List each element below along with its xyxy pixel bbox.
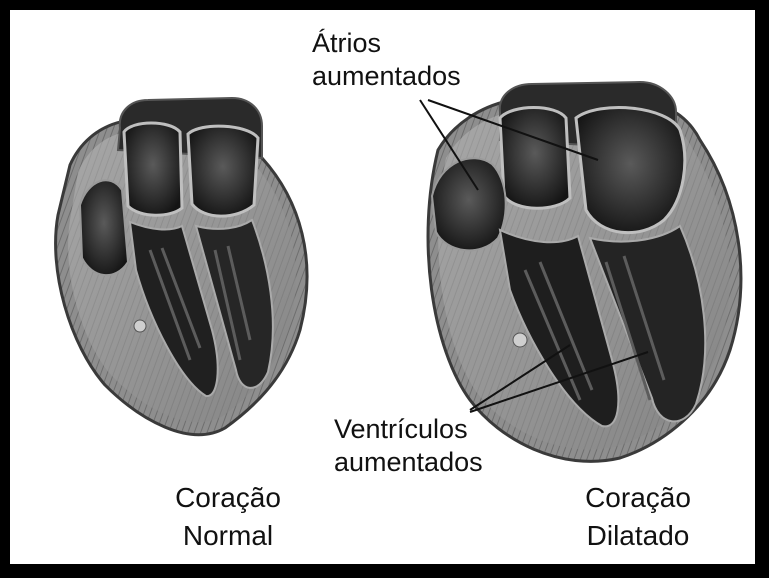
- dilated-right-atrium: [576, 108, 685, 233]
- dilated-heart-caption-line2: Dilatado: [587, 520, 690, 551]
- dilated-heart: [428, 82, 741, 461]
- dilated-heart-caption-line1: Coração: [585, 482, 691, 513]
- normal-heart-caption-line1: Coração: [175, 482, 281, 513]
- normal-left-atrium: [124, 123, 182, 215]
- atria-label-line1: Átrios: [312, 28, 381, 58]
- normal-heart-caption-line2: Normal: [183, 520, 273, 551]
- dilated-left-atrium: [500, 108, 570, 209]
- atria-label-line2: aumentados: [312, 61, 461, 91]
- normal-heart: [56, 98, 307, 435]
- dilated-side-atrium: [432, 158, 506, 250]
- ventricles-label-line1: Ventrículos: [334, 414, 468, 444]
- normal-side-chamber: [80, 180, 128, 275]
- normal-right-atrium: [188, 126, 258, 216]
- ventricles-label-line2: aumentados: [334, 447, 483, 477]
